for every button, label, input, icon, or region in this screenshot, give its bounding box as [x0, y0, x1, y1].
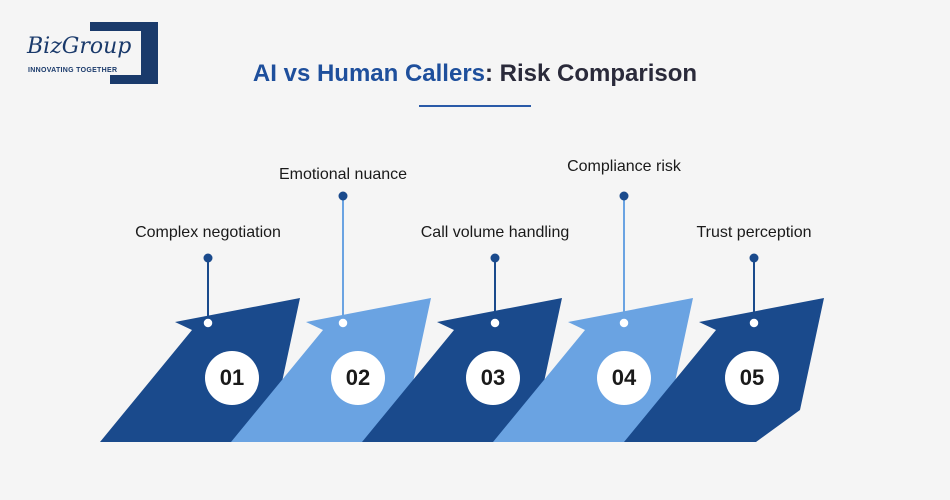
- step-label-4: Compliance risk: [567, 158, 681, 175]
- connector-anchor-dot-3: [488, 316, 502, 330]
- connector-top-dot-4: [619, 191, 629, 201]
- connector-top-dot-2: [338, 191, 348, 201]
- logo-frame-bottom: [110, 75, 158, 84]
- step-label-5: Trust perception: [696, 224, 812, 241]
- title-highlight: AI vs Human Callers: [252, 60, 486, 87]
- step-label-2: Emotional nuance: [278, 166, 408, 183]
- connector-top-dot-5: [749, 253, 759, 263]
- step-number-2: 02: [331, 351, 385, 405]
- logo-name: BizGroup: [24, 34, 135, 59]
- step-arrow-1: [100, 298, 300, 442]
- step-label-3: Call volume handling: [420, 224, 570, 241]
- connector-anchor-dot-5: [747, 316, 761, 330]
- step-arrow-3: [362, 298, 562, 442]
- connector-anchor-dot-1: [201, 316, 215, 330]
- step-arrow-4: [493, 298, 693, 442]
- step-number-4: 04: [597, 351, 651, 405]
- connector-top-dot-3: [490, 253, 500, 263]
- logo-frame-side: [149, 22, 158, 84]
- title-rest: : Risk Comparison: [485, 60, 698, 87]
- step-number-3: 03: [466, 351, 520, 405]
- connector-anchor-dot-2: [336, 316, 350, 330]
- page-title: AI vs Human Callers: Risk Comparison: [0, 60, 950, 88]
- logo-frame: [90, 22, 150, 78]
- step-label-1: Complex negotiation: [135, 224, 281, 241]
- step-number-1: 01: [205, 351, 259, 405]
- connector-anchor-dot-4: [617, 316, 631, 330]
- step-arrow-5: [624, 298, 824, 442]
- logo-tagline: INNOVATING TOGETHER: [28, 67, 121, 74]
- connector-top-dot-1: [203, 253, 213, 263]
- title-underline: [419, 105, 531, 107]
- step-number-5: 05: [725, 351, 779, 405]
- logo: BizGroup INNOVATING TOGETHER: [22, 22, 162, 84]
